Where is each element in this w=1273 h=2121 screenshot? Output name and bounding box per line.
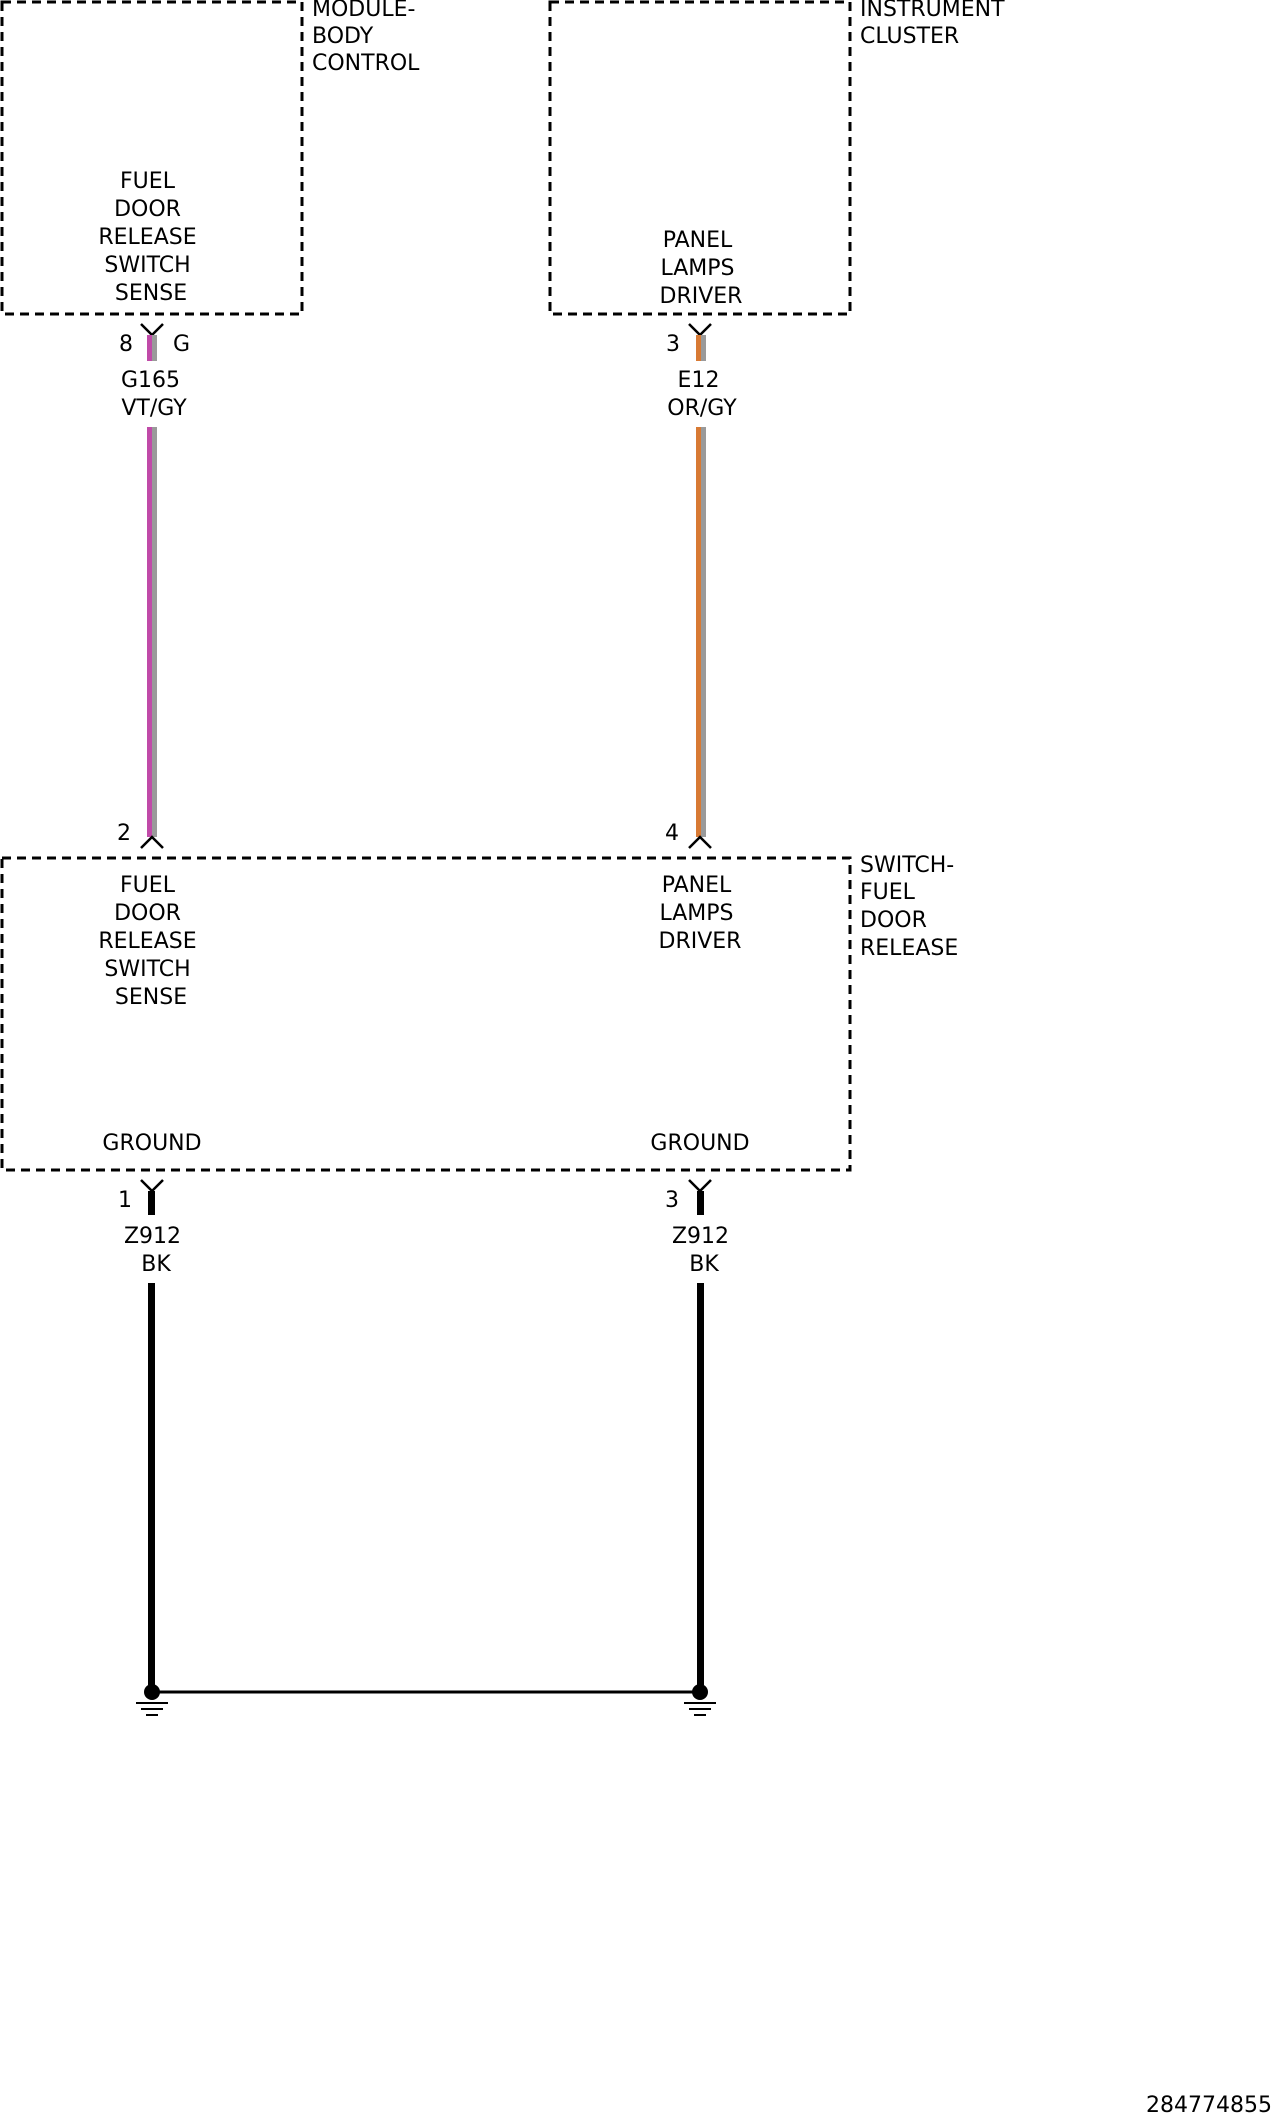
wire-z912-left [148, 1191, 155, 1685]
body-control-title: MODULE- BODY CONTROL [312, 0, 422, 76]
ground-right-pin-number: 3 [665, 1188, 679, 1213]
wire-z912-right-label: Z912 BK [672, 1224, 736, 1277]
switch-ground-right-label: GROUND [650, 1131, 749, 1156]
wire-g165-label: G165 VT/GY [121, 368, 187, 421]
wire-e12-label: E12 OR/GY [667, 368, 737, 421]
ic-pin-number: 3 [666, 332, 680, 357]
switch-right-connector-symbol [688, 835, 712, 849]
instrument-cluster-title: INSTRUMENT CLUSTER [860, 0, 1012, 49]
wire-z912-right [697, 1191, 704, 1685]
wire-z912-left-label: Z912 BK [124, 1224, 188, 1277]
switch-ground-left-label: GROUND [102, 1131, 201, 1156]
instrument-cluster-module-box [548, 0, 852, 316]
bcm-pin-number: 8 [119, 332, 133, 357]
switch-left-pin-number: 2 [117, 821, 131, 846]
bcm-connector-letter: G [173, 332, 190, 357]
figure-id: 284774855 [1146, 2093, 1272, 2118]
ic-connector-symbol [688, 323, 712, 337]
wire-g165 [147, 335, 157, 837]
instrument-cluster-pin-label: PANEL LAMPS DRIVER [660, 228, 743, 309]
switch-right-pin-number: 4 [665, 821, 679, 846]
ground-right-icon [684, 1684, 716, 1716]
ground-left-connector-symbol [140, 1179, 164, 1193]
body-control-module-box [0, 0, 304, 316]
fuel-door-switch-title: SWITCH- FUEL DOOR RELEASE [860, 853, 961, 961]
wire-e12 [696, 335, 706, 837]
ground-right-connector-symbol [688, 1179, 712, 1193]
switch-right-pin-label: PANEL LAMPS DRIVER [659, 873, 742, 954]
ground-left-icon [136, 1684, 168, 1716]
ground-left-pin-number: 1 [118, 1188, 132, 1213]
switch-left-pin-label: FUEL DOOR RELEASE SWITCH SENSE [98, 873, 203, 1010]
bcm-connector-symbol [140, 323, 164, 337]
switch-left-connector-symbol [140, 835, 164, 849]
fuel-door-switch-box [0, 856, 852, 1172]
body-control-pin-label: FUEL DOOR RELEASE SWITCH SENSE [98, 169, 203, 306]
